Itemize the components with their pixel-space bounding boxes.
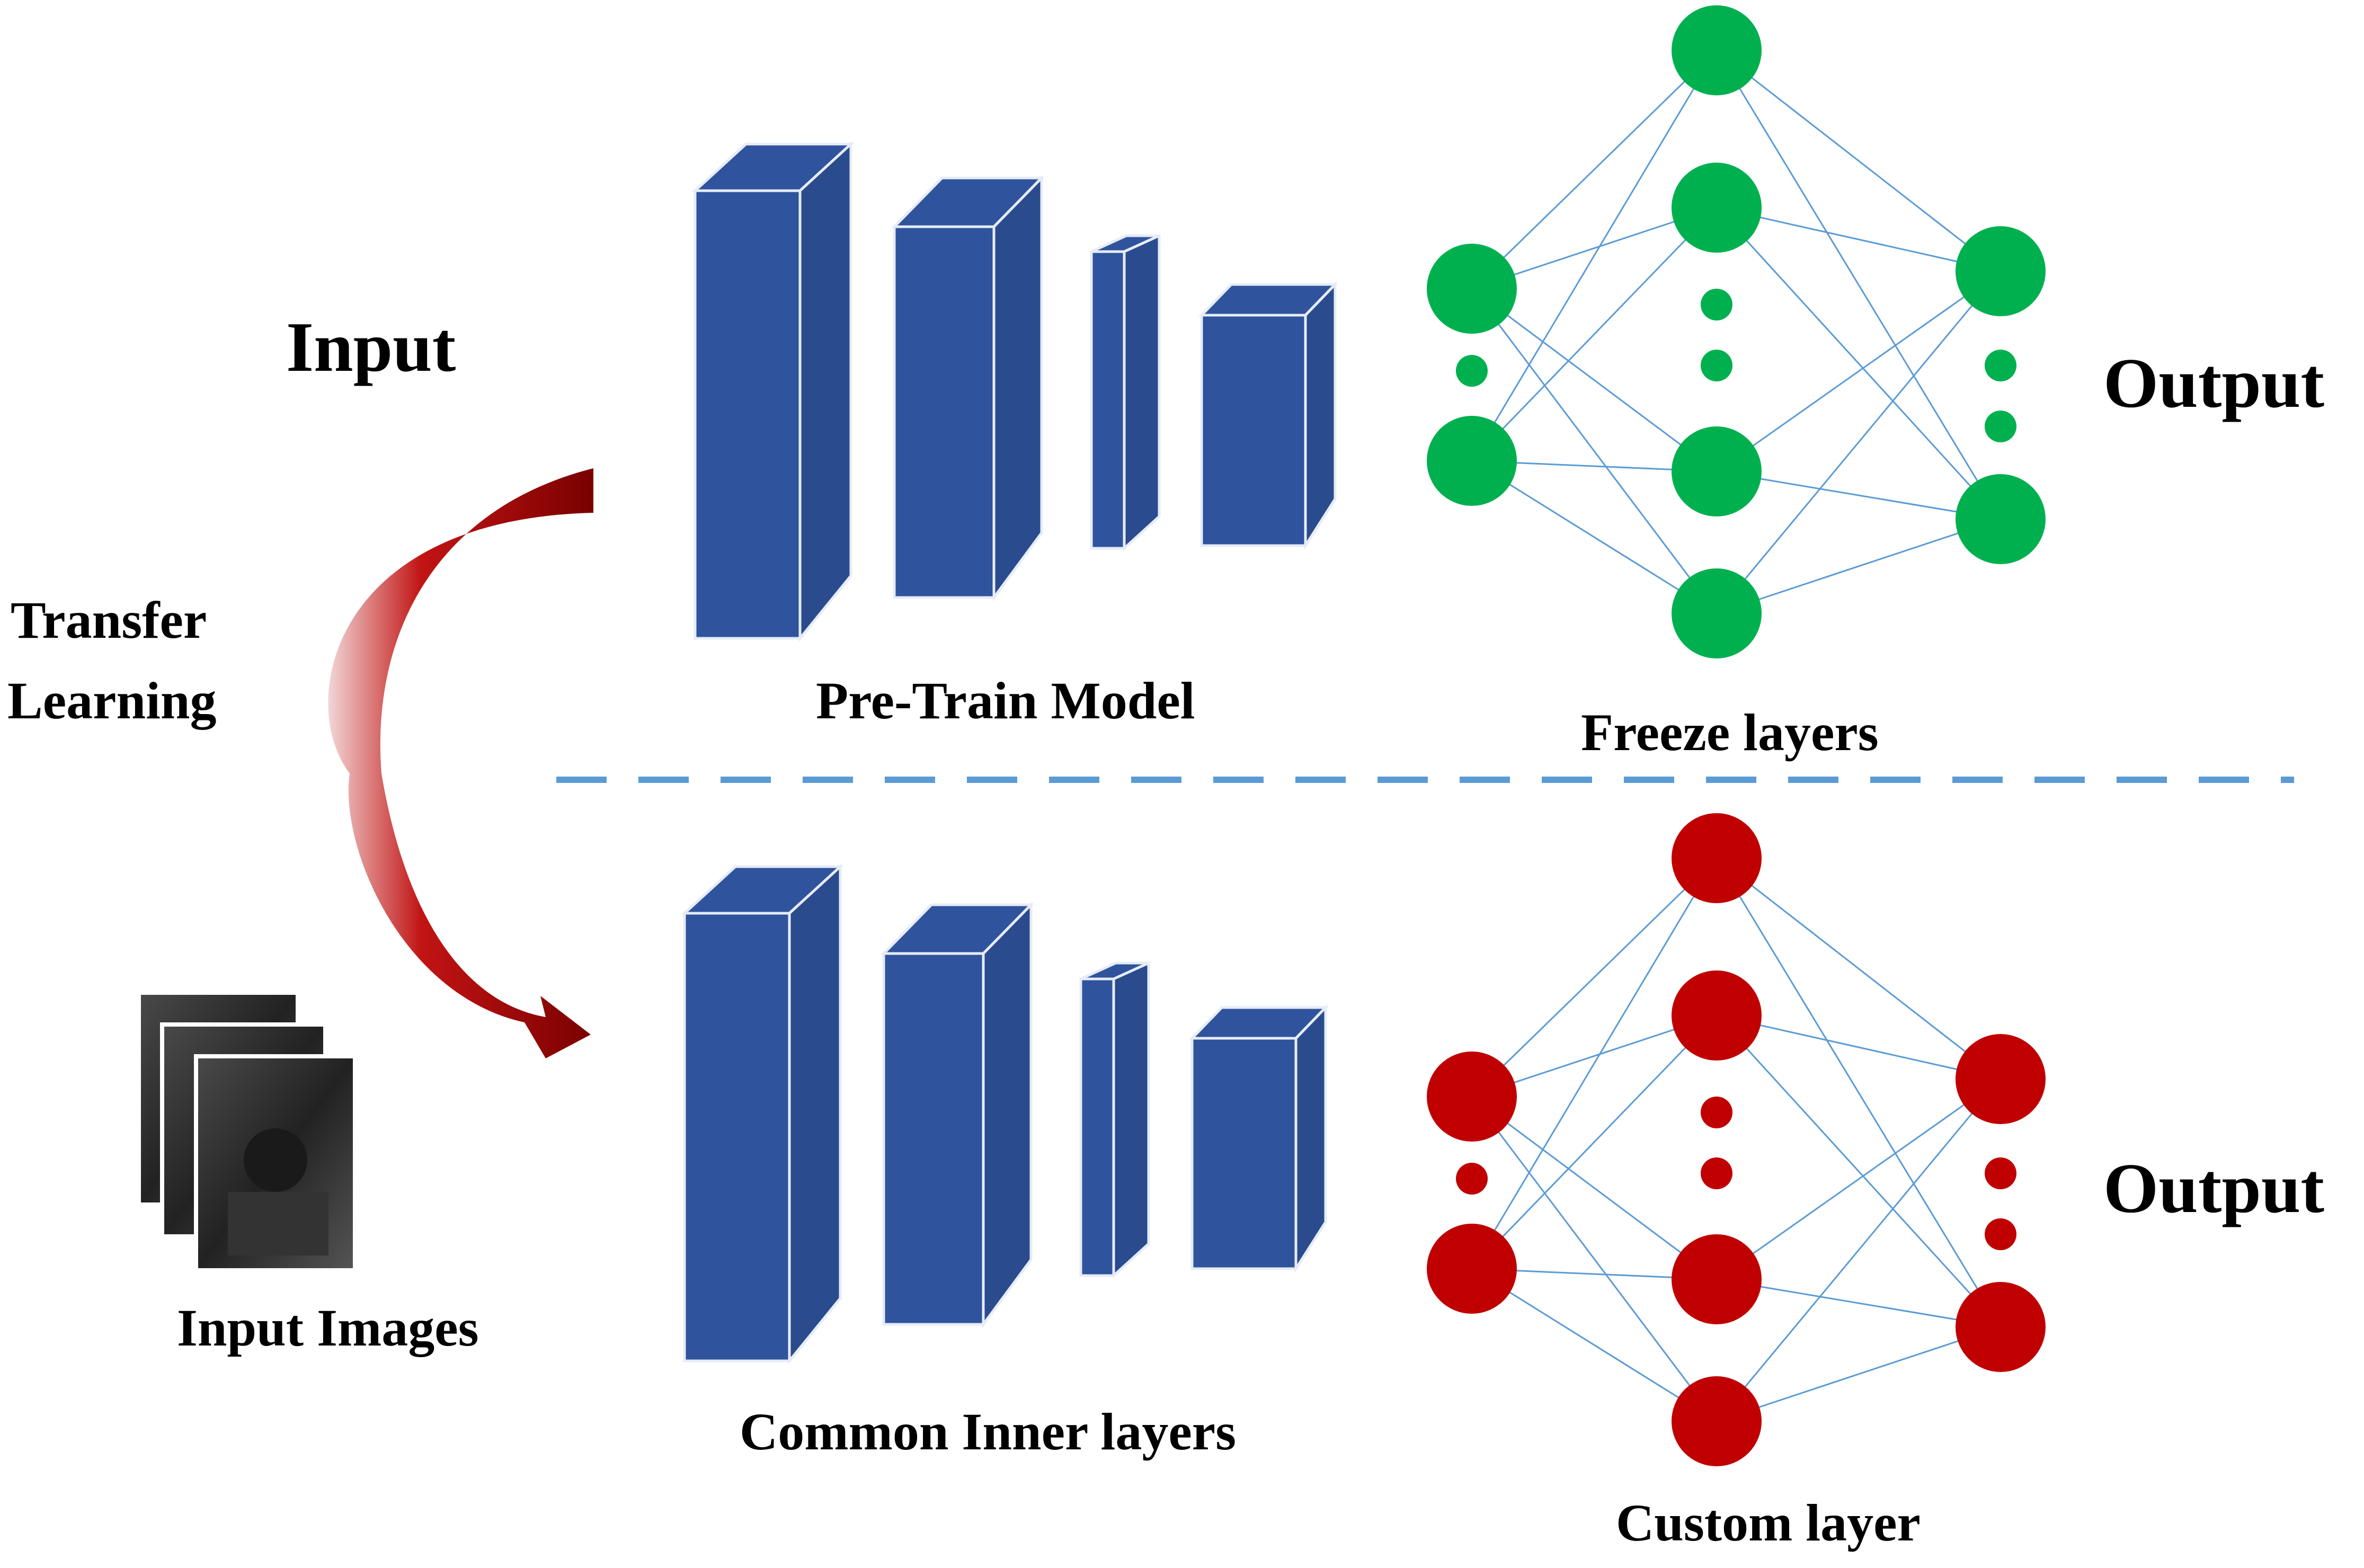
freeze-hidden-node-2 [1672, 163, 1762, 253]
input-images-label: Input Images [177, 1298, 479, 1357]
freeze-hidden-node-3 [1672, 426, 1762, 516]
custom-output-node-2 [1956, 1282, 2046, 1372]
pretrain-block-1 [691, 141, 855, 643]
inner-block-3 [1079, 961, 1150, 1279]
freeze-nodes [1427, 5, 2046, 658]
custom-ellipsis-dot-5 [1985, 1218, 2016, 1250]
common-inner-layers-label: Common Inner layers [740, 1402, 1236, 1461]
freeze-ellipsis-dot-2 [1701, 289, 1732, 320]
common-inner-layer-blocks [681, 863, 1329, 1365]
curved-arrow-icon [328, 468, 593, 1058]
freeze-hidden-node-4 [1672, 568, 1762, 658]
custom-layer-label: Custom layer [1616, 1493, 1921, 1552]
freeze-output-node-2 [1956, 474, 2046, 564]
freeze-layers-network [1427, 5, 2046, 658]
freeze-connections [1471, 49, 2002, 614]
custom-ellipsis-dot-1 [1456, 1163, 1488, 1195]
freeze-ellipsis-dot-3 [1701, 350, 1732, 381]
freeze-ellipsis-dot-1 [1456, 355, 1488, 387]
inner-block-1 [681, 863, 844, 1365]
custom-ellipsis-dot-4 [1985, 1157, 2016, 1189]
pretrain-block-2 [891, 174, 1045, 602]
pretrain-block-3 [1090, 234, 1161, 551]
image-stack-icon [137, 991, 357, 1272]
pretrain-block-4 [1198, 281, 1338, 550]
freeze-ellipsis-dot-5 [1985, 411, 2016, 442]
custom-input-node-1 [1427, 1052, 1517, 1142]
freeze-input-node-1 [1427, 244, 1517, 334]
pretrain-model-label: Pre-Train Model [816, 671, 1195, 730]
input-label: Input [286, 308, 456, 386]
custom-ellipsis-dot-2 [1701, 1097, 1732, 1128]
custom-ellipsis-dot-3 [1701, 1157, 1732, 1189]
custom-input-node-2 [1427, 1224, 1517, 1314]
custom-hidden-node-2 [1672, 970, 1762, 1061]
inner-block-4 [1189, 1004, 1329, 1273]
freeze-input-node-2 [1427, 416, 1517, 506]
freeze-hidden-node-1 [1672, 5, 1762, 95]
custom-nodes [1427, 813, 2046, 1466]
freeze-output-node-1 [1956, 226, 2046, 316]
inner-block-2 [881, 901, 1034, 1329]
transfer-label-line1: Transfer [11, 591, 207, 649]
transfer-label-line2: Learning [7, 671, 216, 730]
freeze-layers-label: Freeze layers [1581, 703, 1879, 762]
custom-connections [1471, 857, 2002, 1422]
custom-layer-network [1427, 813, 2046, 1466]
output-label-top: Output [2103, 344, 2324, 422]
custom-output-node-1 [1956, 1034, 2046, 1124]
custom-hidden-node-3 [1672, 1234, 1762, 1324]
custom-hidden-node-1 [1672, 813, 1762, 903]
freeze-ellipsis-dot-4 [1985, 350, 2016, 381]
custom-hidden-node-4 [1672, 1376, 1762, 1466]
pretrain-model-blocks [691, 141, 1338, 643]
output-label-bottom: Output [2103, 1149, 2324, 1227]
